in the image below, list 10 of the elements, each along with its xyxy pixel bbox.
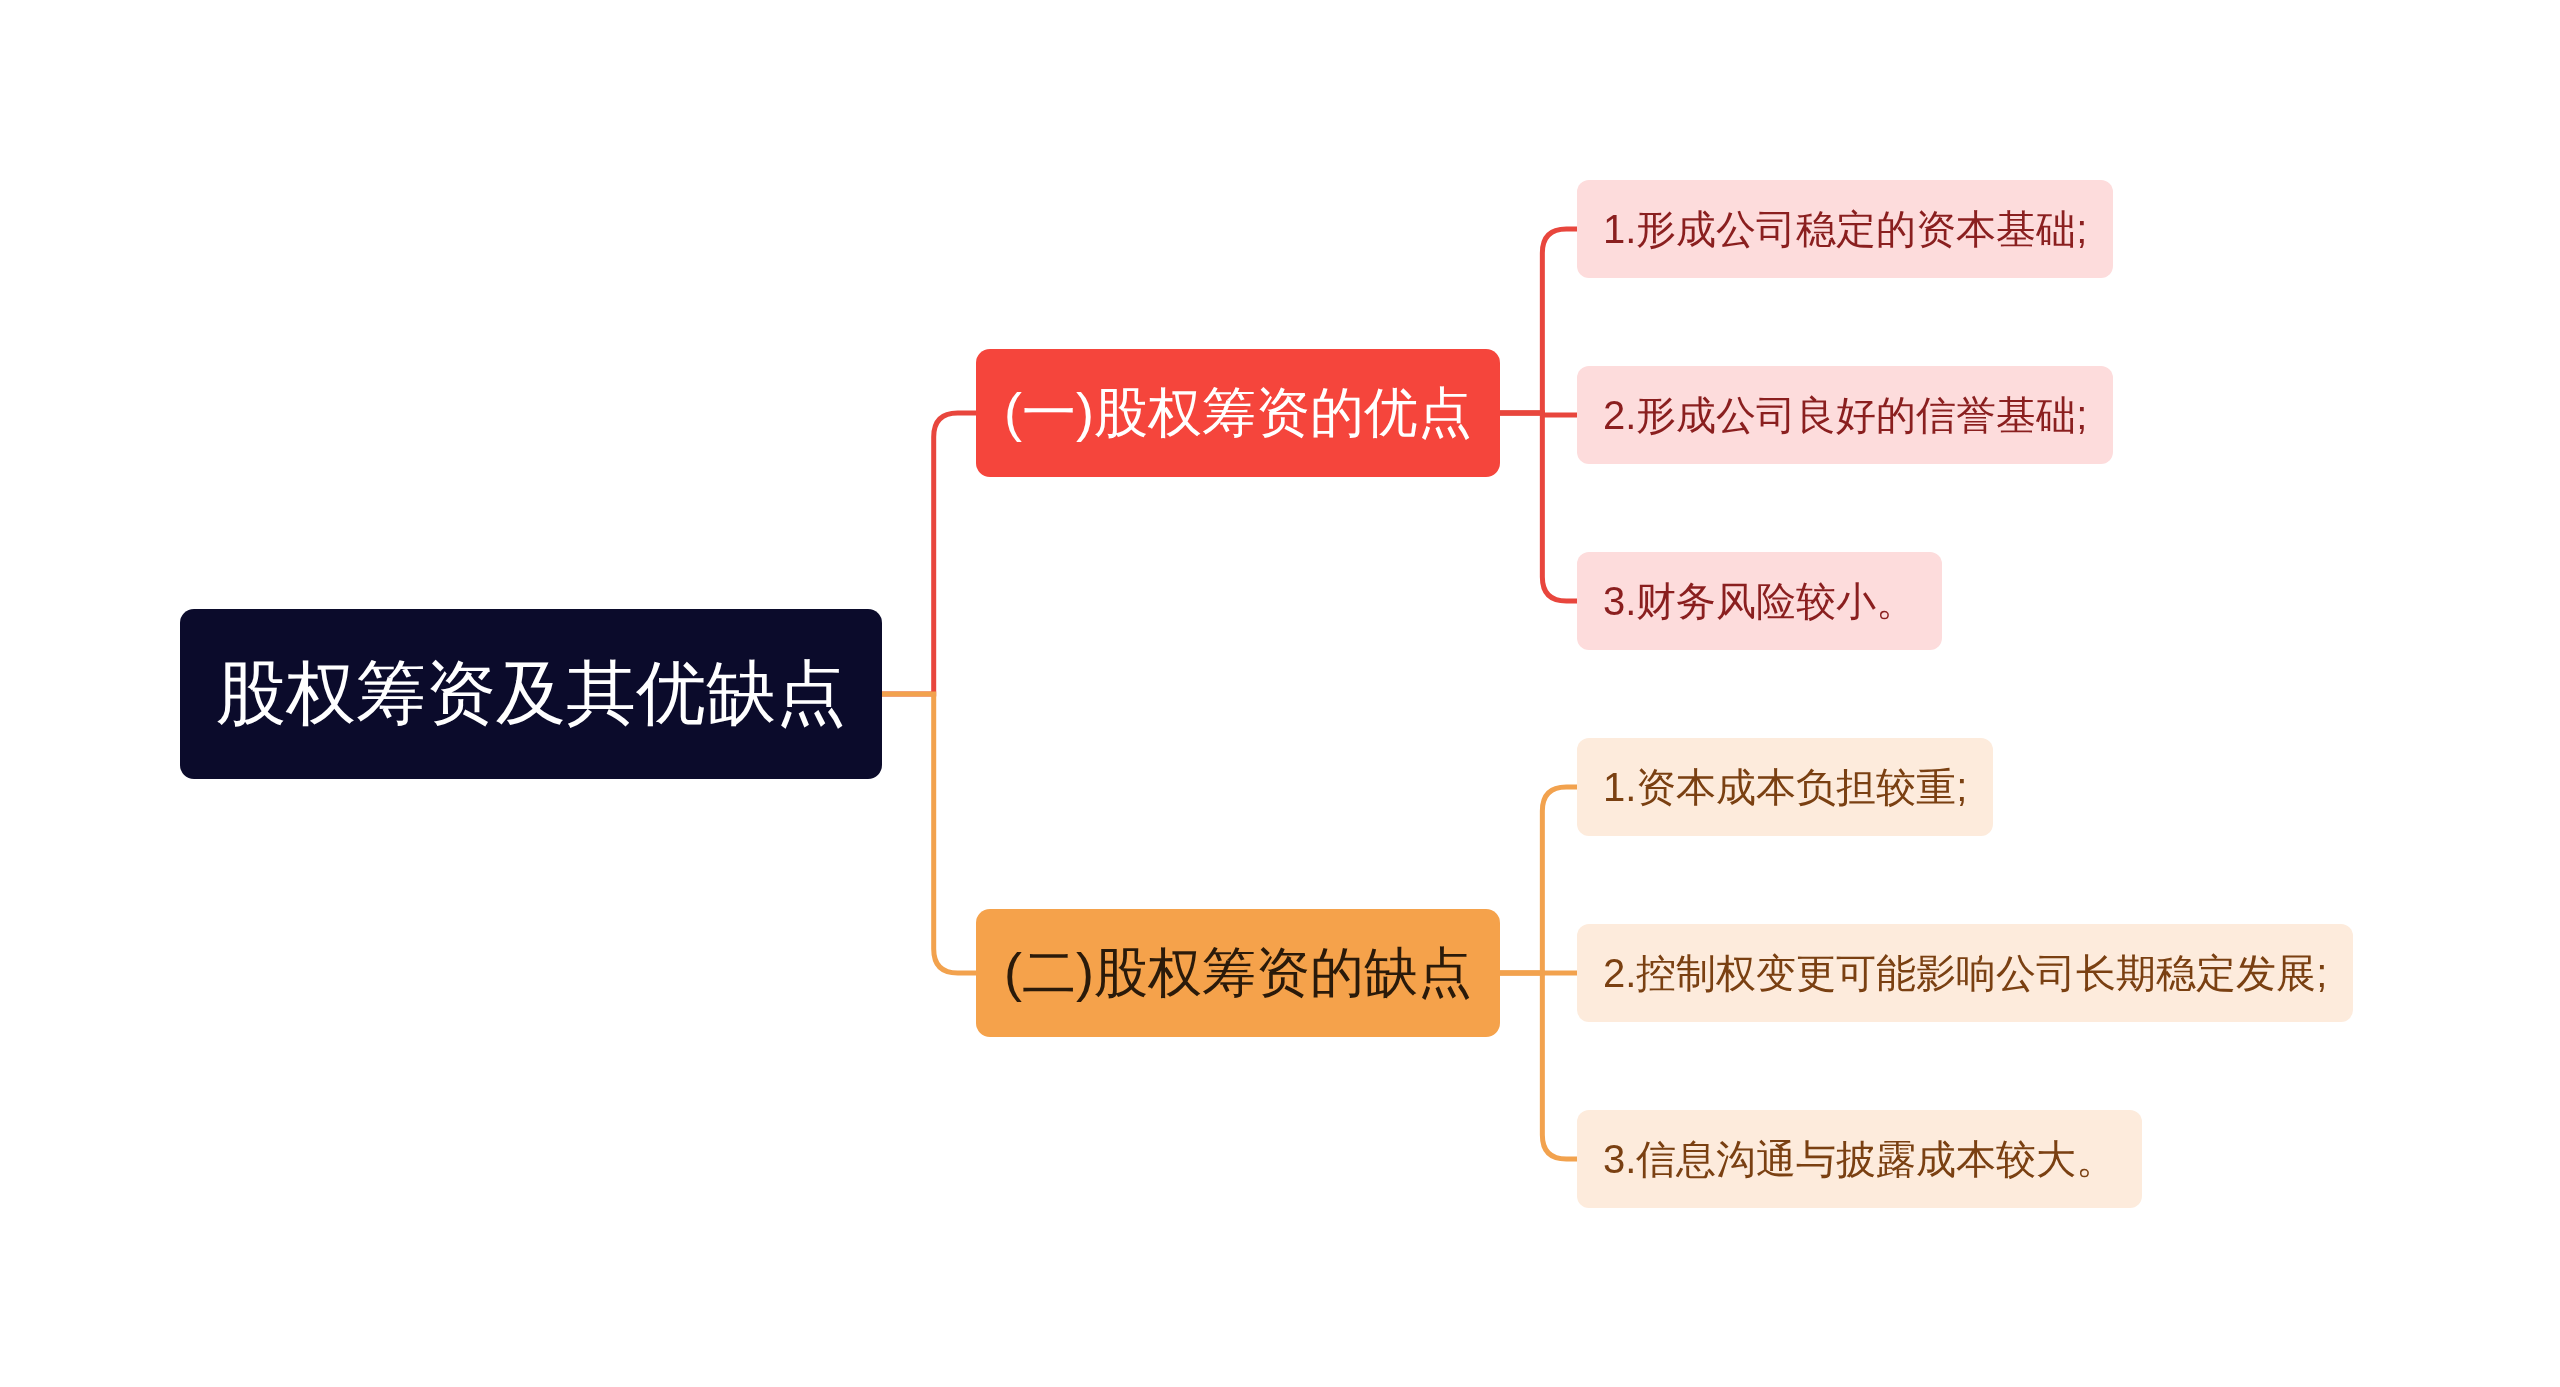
leaf-box: 3.信息沟通与披露成本较大。 [1577,1110,2143,1208]
connector-line [882,691,976,976]
branch-box: (一)股权筹资的优点 [976,349,1500,477]
leaf-box: 3.财务风险较小。 [1577,552,1943,650]
leaf-box: 2.形成公司良好的信誉基础; [1577,366,2114,464]
leaf-box: 2.控制权变更可能影响公司长期稳定发展; [1577,924,2354,1022]
branch-box: (二)股权筹资的缺点 [976,909,1500,1037]
root-topic-box: 股权筹资及其优缺点 [180,609,882,779]
leaf-box: 1.资本成本负担较重; [1577,738,1994,836]
leaf-box: 1.形成公司稳定的资本基础; [1577,180,2114,278]
